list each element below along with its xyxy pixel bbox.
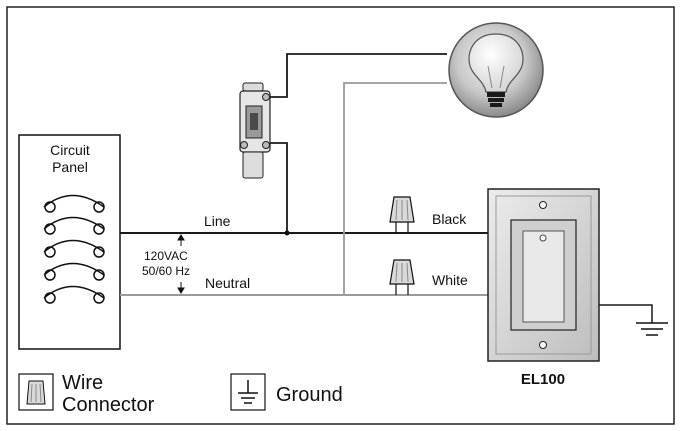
legend-ground-label: Ground	[276, 384, 343, 406]
light-bulb-icon	[448, 22, 544, 118]
breaker-icons	[43, 194, 105, 304]
black-label: Black	[432, 211, 467, 227]
white-label: White	[432, 272, 468, 288]
voltage-arrows	[177, 234, 185, 294]
lamp-neutral-wire	[343, 82, 447, 295]
circuit-panel: Circuit Panel	[18, 134, 121, 350]
circuit-panel-box	[18, 134, 121, 350]
legend-wire-connector-label-line1: Wire	[62, 372, 103, 394]
line-label: Line	[204, 213, 231, 229]
ground-symbol-icon	[636, 322, 668, 336]
switch-feed-wire	[270, 142, 288, 233]
wire-connector-black	[389, 196, 415, 233]
device-model-label: EL100	[521, 371, 565, 388]
switch-to-lamp-wire	[270, 53, 447, 98]
voltage-label-line1: 120VAC	[144, 249, 188, 263]
wires	[120, 53, 653, 323]
neutral-label: Neutral	[205, 275, 250, 291]
ground-wire	[599, 304, 653, 323]
line-junction-dot	[284, 230, 290, 236]
legend-ground-icon	[230, 373, 266, 411]
legend-wire-connector-label-line2: Connector	[62, 394, 155, 416]
legend-wire-connector-icon	[18, 373, 54, 411]
wire-connector-white	[389, 259, 415, 295]
circuit-panel-title-line2: Panel	[52, 159, 88, 175]
circuit-panel-title-line1: Circuit	[50, 142, 90, 158]
wall-switch	[239, 82, 271, 179]
legend: Wire Connector Ground	[18, 372, 343, 416]
voltage-label-line2: 50/60 Hz	[142, 264, 190, 278]
el100-device	[487, 188, 600, 362]
